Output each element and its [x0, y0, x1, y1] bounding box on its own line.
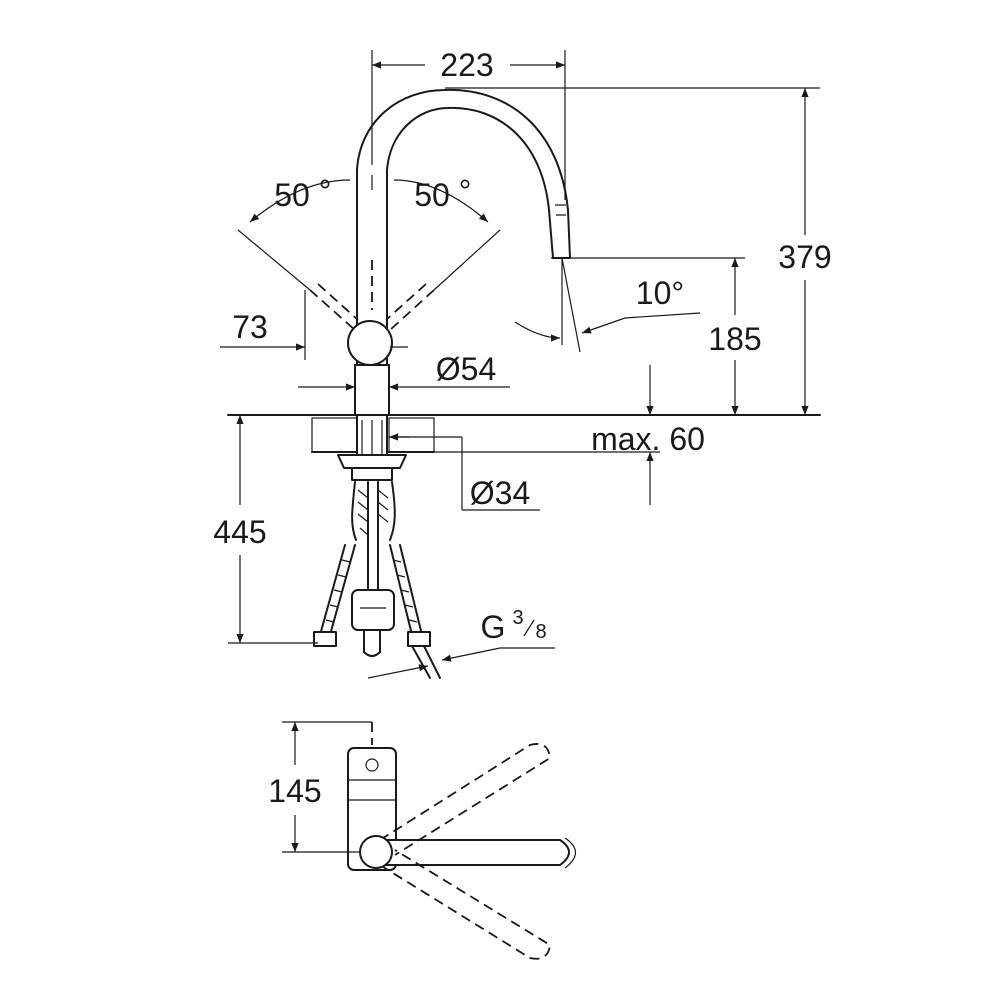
supply-hoses [313, 481, 441, 679]
spray-head-grip [555, 204, 566, 216]
supply-hose-left-b [329, 544, 356, 636]
braided-hose-right-edge [389, 481, 396, 541]
supply-hose-left-a [319, 544, 346, 636]
braided-hose-left-edge [351, 481, 357, 541]
spray-head [548, 209, 571, 259]
dim-swivel-right: 50 [414, 177, 450, 213]
base-collar [354, 364, 390, 416]
fitting-right [407, 631, 431, 647]
top-view-spout [364, 839, 570, 866]
supply-hose-right-b [399, 544, 423, 636]
thread-prefix: G [481, 609, 506, 645]
dim-spray-angle: 10° [636, 275, 684, 311]
dim-hose-length: 445 [213, 514, 266, 550]
dim-connection-thread: G 3 8 [481, 607, 547, 645]
dim-top-view [282, 721, 372, 853]
faucet-side-view [309, 88, 572, 416]
dim-swivel-right-group: 50 ° [414, 173, 471, 213]
hose-weight-stem [363, 629, 381, 657]
dim-swivel-left: 50 [274, 177, 310, 213]
spray-hose [367, 481, 379, 601]
lever-ball [347, 320, 393, 366]
spout-inner-curve [386, 106, 550, 211]
dim-swivel-right-degree: ° [459, 173, 472, 209]
thread-denominator: 8 [535, 621, 546, 643]
thread-fraction-bar [523, 619, 535, 637]
dim-outlet-height: 185 [708, 321, 761, 357]
fixing-nut [337, 454, 407, 469]
spout-outer-curve [356, 88, 569, 211]
dimension-lines [220, 50, 820, 679]
dim-max-counter: max. 60 [591, 421, 705, 457]
top-view-outlet [365, 758, 379, 772]
dim-total-height: 379 [778, 239, 831, 275]
fitting-left [313, 631, 337, 647]
dim-body-diameter: Ø54 [436, 351, 496, 387]
counter-hatch-right [388, 417, 435, 453]
dim-swivel-left-group: 50 ° [274, 173, 331, 213]
dim-hole-diameter: Ø34 [470, 475, 530, 511]
counter-hatch-left [311, 417, 358, 453]
thread-numerator: 3 [512, 607, 523, 629]
lever-position-left [309, 289, 356, 331]
dim-top-view-depth: 145 [268, 773, 321, 809]
dim-swivel-left-degree: ° [319, 173, 332, 209]
hose-extension-right [411, 645, 441, 679]
dim-spout-reach: 223 [440, 47, 493, 83]
top-view-spout-swivel-up [379, 743, 551, 856]
countertop-section [227, 414, 821, 481]
fixing-washer [351, 467, 393, 481]
lever-position-right [389, 289, 435, 331]
dim-lever-offset: 73 [232, 309, 268, 345]
faucet-top-view [347, 722, 577, 960]
top-view-spout-swivel-down [379, 849, 551, 960]
hose-weight [351, 589, 395, 631]
top-view-hub [359, 835, 393, 869]
